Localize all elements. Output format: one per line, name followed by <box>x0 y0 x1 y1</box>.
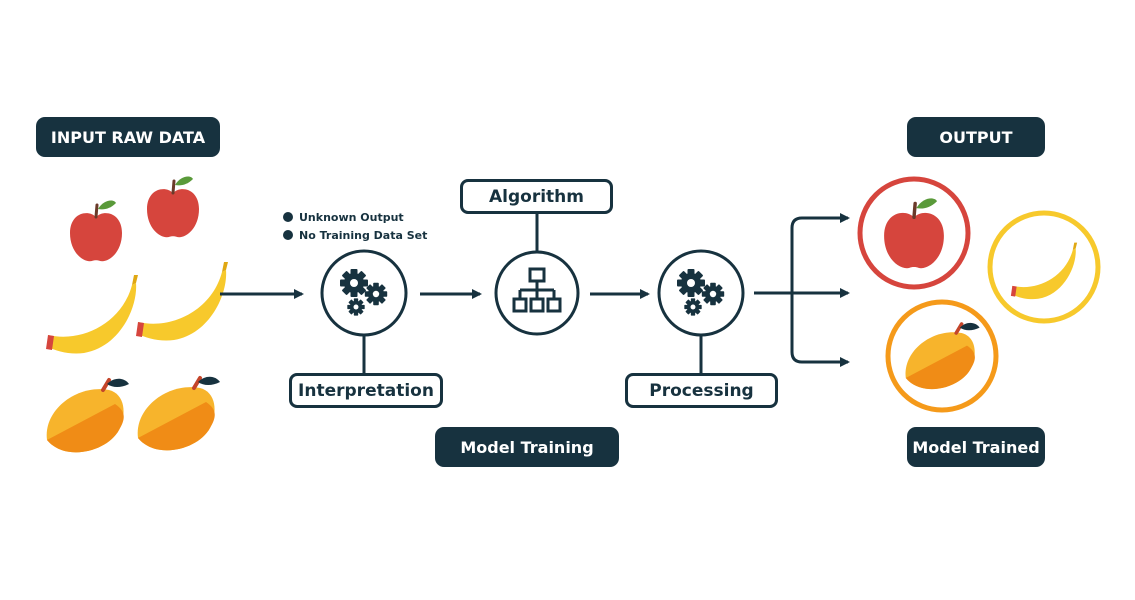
interpretation-label: Interpretation <box>289 373 443 408</box>
algorithm-label: Algorithm <box>460 179 613 214</box>
note-item: No Training Data Set <box>283 226 427 244</box>
processing-node <box>657 249 745 376</box>
note-text: No Training Data Set <box>299 228 428 242</box>
model-notes: Unknown Output No Training Data Set <box>283 208 427 244</box>
banana-icon <box>46 275 138 354</box>
note-text: Unknown Output <box>299 210 404 224</box>
note-item: Unknown Output <box>283 208 427 226</box>
banana-icon <box>136 262 228 341</box>
mango-icon <box>44 376 131 455</box>
flowchart-icon <box>512 267 562 313</box>
output-fruits <box>857 176 1101 413</box>
input-raw-data-label: INPUT RAW DATA <box>36 117 220 157</box>
processing-label: Processing <box>625 373 778 408</box>
apple-icon <box>145 175 201 239</box>
model-trained-label: Model Trained <box>907 427 1045 467</box>
bullet-dot-icon <box>283 230 293 240</box>
bullet-dot-icon <box>283 212 293 222</box>
output-branch-arrows <box>754 213 850 367</box>
apple-icon <box>68 199 124 263</box>
interpretation-node <box>320 249 408 376</box>
model-training-label: Model Training <box>435 427 619 467</box>
algorithm-node <box>494 212 580 336</box>
input-fruits <box>44 175 228 455</box>
output-label: OUTPUT <box>907 117 1045 157</box>
mango-icon <box>135 374 222 453</box>
